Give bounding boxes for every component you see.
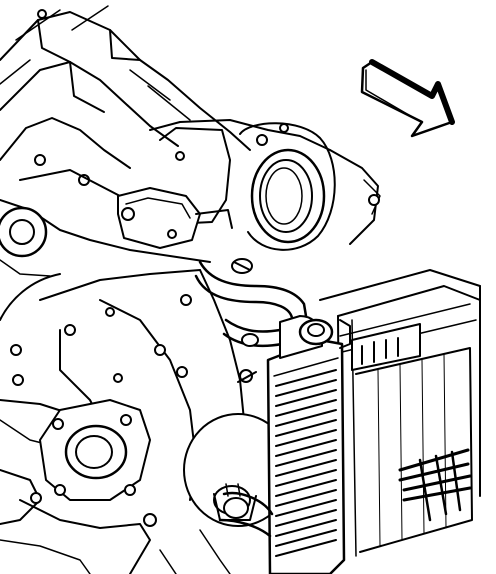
water-pump (0, 399, 157, 574)
direction-arrow (360, 59, 455, 138)
intake-manifold (0, 5, 251, 215)
lower-hose (159, 491, 274, 574)
throttle-body (117, 119, 381, 251)
cooling-fan-shroud (266, 315, 351, 574)
coolant-hose (194, 258, 308, 383)
